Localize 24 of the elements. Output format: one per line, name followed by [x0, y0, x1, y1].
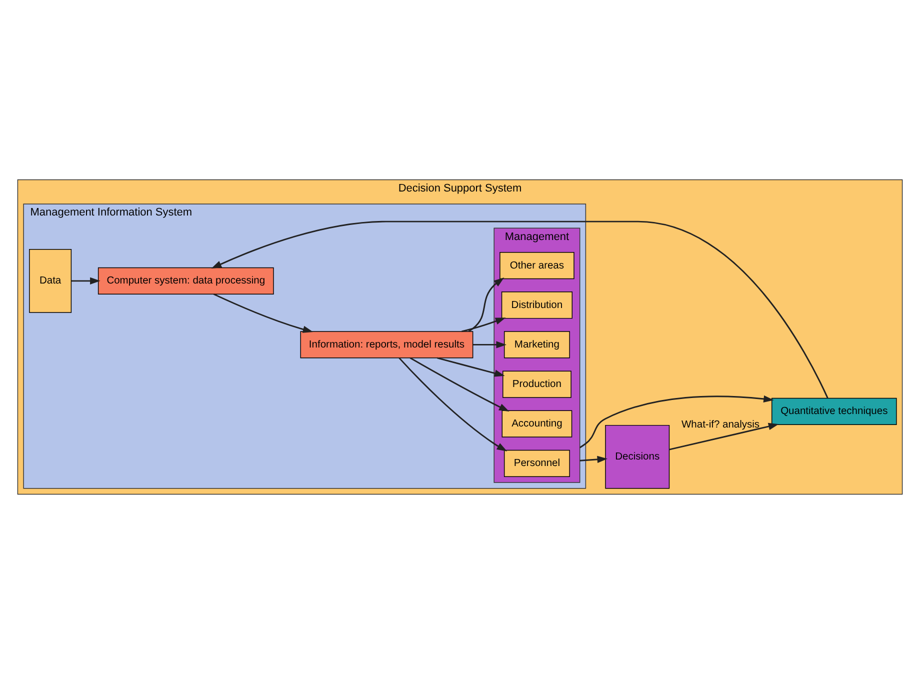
arrow — [472, 340, 506, 348]
arrow — [410, 356, 510, 412]
arrow — [437, 356, 505, 376]
node-box: Decisions — [605, 424, 670, 488]
node-box: Computer system: data processing — [98, 266, 274, 294]
arrow — [398, 356, 508, 451]
node-box: Quantitative techniques — [771, 397, 897, 424]
node-box: Production — [502, 370, 572, 398]
edge-label: What-if? analysis — [682, 419, 760, 430]
arrow — [580, 455, 608, 463]
node-box: Distribution — [501, 291, 572, 318]
arrow — [71, 276, 100, 284]
arrow — [462, 317, 506, 332]
node-box: Data — [29, 248, 72, 312]
arrow — [468, 276, 504, 332]
node-box: Other areas — [500, 251, 574, 279]
node-box: Accounting — [502, 410, 572, 437]
arrow — [213, 292, 314, 332]
node-box: Marketing — [504, 330, 570, 358]
node-box: Information: reports, model results — [300, 330, 474, 358]
node-box: Personnel — [504, 449, 570, 476]
arrow — [669, 422, 779, 450]
arrow — [579, 394, 774, 448]
arrow — [211, 220, 828, 398]
